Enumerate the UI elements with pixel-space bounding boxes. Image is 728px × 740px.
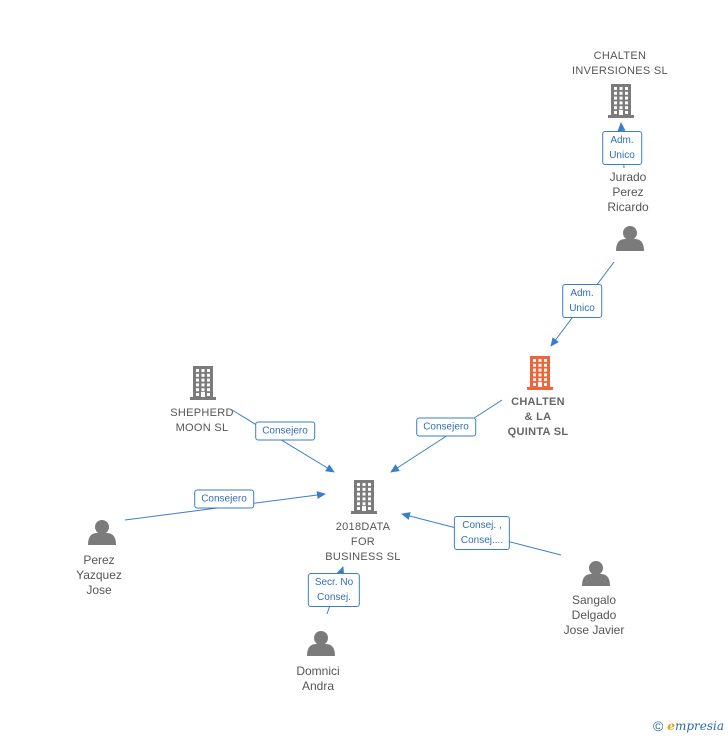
brand-name: mpresia [674, 719, 724, 733]
edge-label-shepherd-to-data2018[interactable]: Consejero [255, 421, 315, 441]
shepherd-building-icon[interactable] [190, 366, 216, 400]
edge-label-jurado-to-chalten_quinta[interactable]: Adm. Unico [562, 284, 602, 318]
edge-label-jurado-to-chalten_inv[interactable]: Adm. Unico [602, 131, 642, 165]
edge-label-sangalo-to-data2018[interactable]: Consej. , Consej.... [453, 516, 511, 550]
edge-label-domnici-to-data2018[interactable]: Secr. No Consej. [307, 573, 361, 607]
edge-label-perez-to-data2018[interactable]: Consejero [194, 489, 254, 509]
sangalo-person-icon[interactable] [582, 561, 610, 586]
node-label-chalten_quinta[interactable]: CHALTEN & LA QUINTA SL [507, 396, 569, 438]
domnici-person-icon[interactable] [307, 631, 335, 656]
node-label-chalten_inv[interactable]: CHALTEN INVERSIONES SL [572, 50, 668, 77]
node-label-jurado[interactable]: Jurado Perez Ricardo [607, 170, 649, 214]
edge-label-chalten_quinta-to-data2018[interactable]: Consejero [416, 417, 476, 437]
jurado-person-icon[interactable] [616, 226, 644, 251]
node-label-shepherd[interactable]: SHEPHERD MOON SL [170, 407, 234, 434]
chalten_inv-building-icon[interactable] [608, 84, 634, 118]
icons-layer [88, 84, 644, 656]
chalten_quinta-building-icon[interactable] [527, 356, 553, 390]
edge-shepherd-to-data2018 [231, 409, 335, 473]
node-label-data2018[interactable]: 2018DATA FOR BUSINESS SL [325, 521, 401, 563]
brand-logo: empresia [667, 719, 724, 733]
data2018-building-icon[interactable] [351, 480, 377, 514]
copyright-symbol: © [652, 718, 664, 734]
brand-initial: e [667, 719, 675, 733]
footer-brand[interactable]: © empresia [653, 718, 724, 734]
perez-person-icon[interactable] [88, 520, 116, 545]
node-label-perez[interactable]: Perez Yazquez Jose [76, 553, 122, 597]
node-label-domnici[interactable]: Domnici Andra [296, 664, 340, 693]
node-label-sangalo[interactable]: Sangalo Delgado Jose Javier [563, 593, 625, 637]
